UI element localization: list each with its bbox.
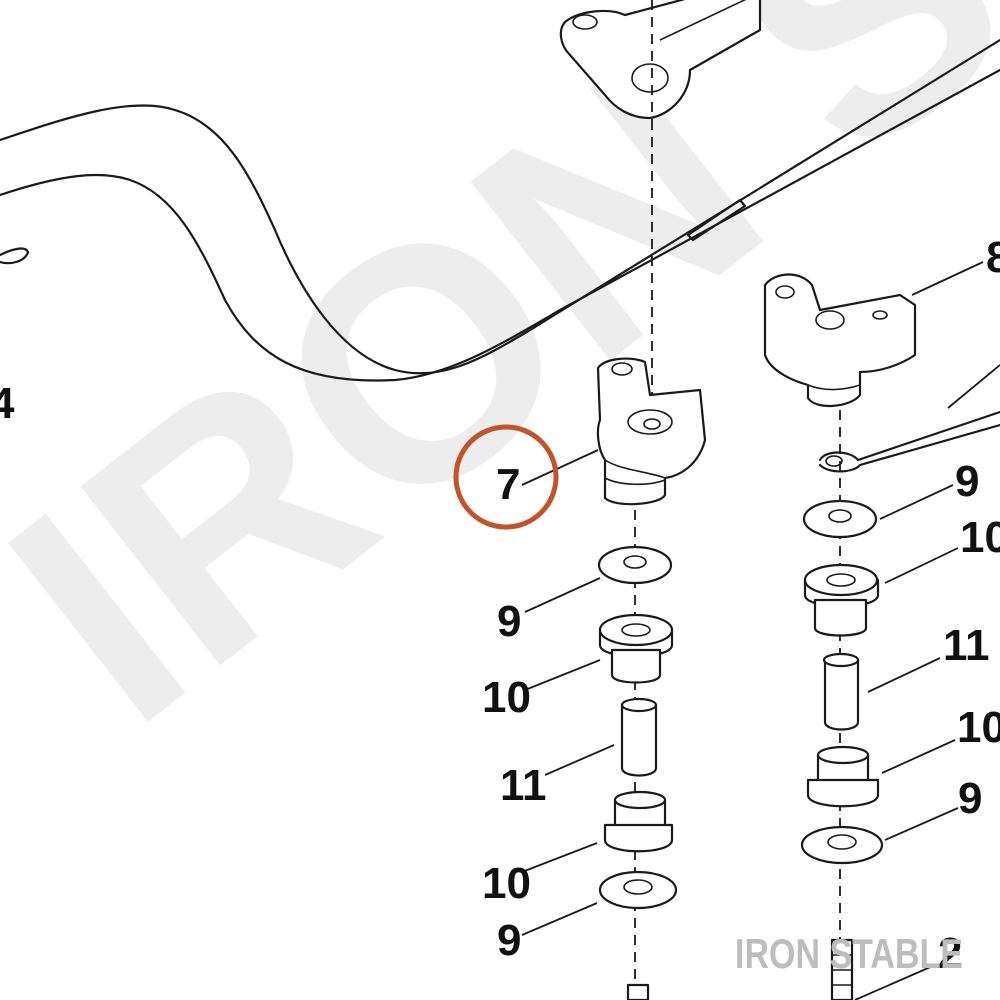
callout-2: 2 [938,929,962,978]
callout-9-right-bottom: 9 [958,774,982,823]
riser-left [596,357,707,506]
callout-4: 4 [0,379,15,428]
callout-9-left-bottom: 9 [497,916,521,965]
callout-10-right-top: 10 [960,513,1000,562]
callout-9-right-top: 9 [955,457,979,506]
riser-right [763,273,917,408]
handlebar [0,38,1000,382]
callout-labels: 7 8 4 9 10 11 10 9 9 10 11 10 9 2 [0,233,1000,978]
cable-terminal [818,364,1000,473]
callout-11-right: 11 [943,621,990,670]
callout-11-left: 11 [500,761,547,810]
callout-9-left-top: 9 [497,597,521,646]
leader-lines [521,261,984,1000]
brand-logo-text: IRON STABLE [735,930,963,977]
callout-10-left-top: 10 [482,673,531,722]
right-stack [800,499,884,1000]
highlight-circle [453,424,559,530]
callout-10-left-bottom: 10 [482,859,531,908]
callout-7: 7 [496,460,520,509]
left-stack [597,545,678,1000]
callout-10-right-bottom: 10 [957,703,1000,752]
top-clamp [559,0,762,120]
callout-8: 8 [986,233,1000,282]
